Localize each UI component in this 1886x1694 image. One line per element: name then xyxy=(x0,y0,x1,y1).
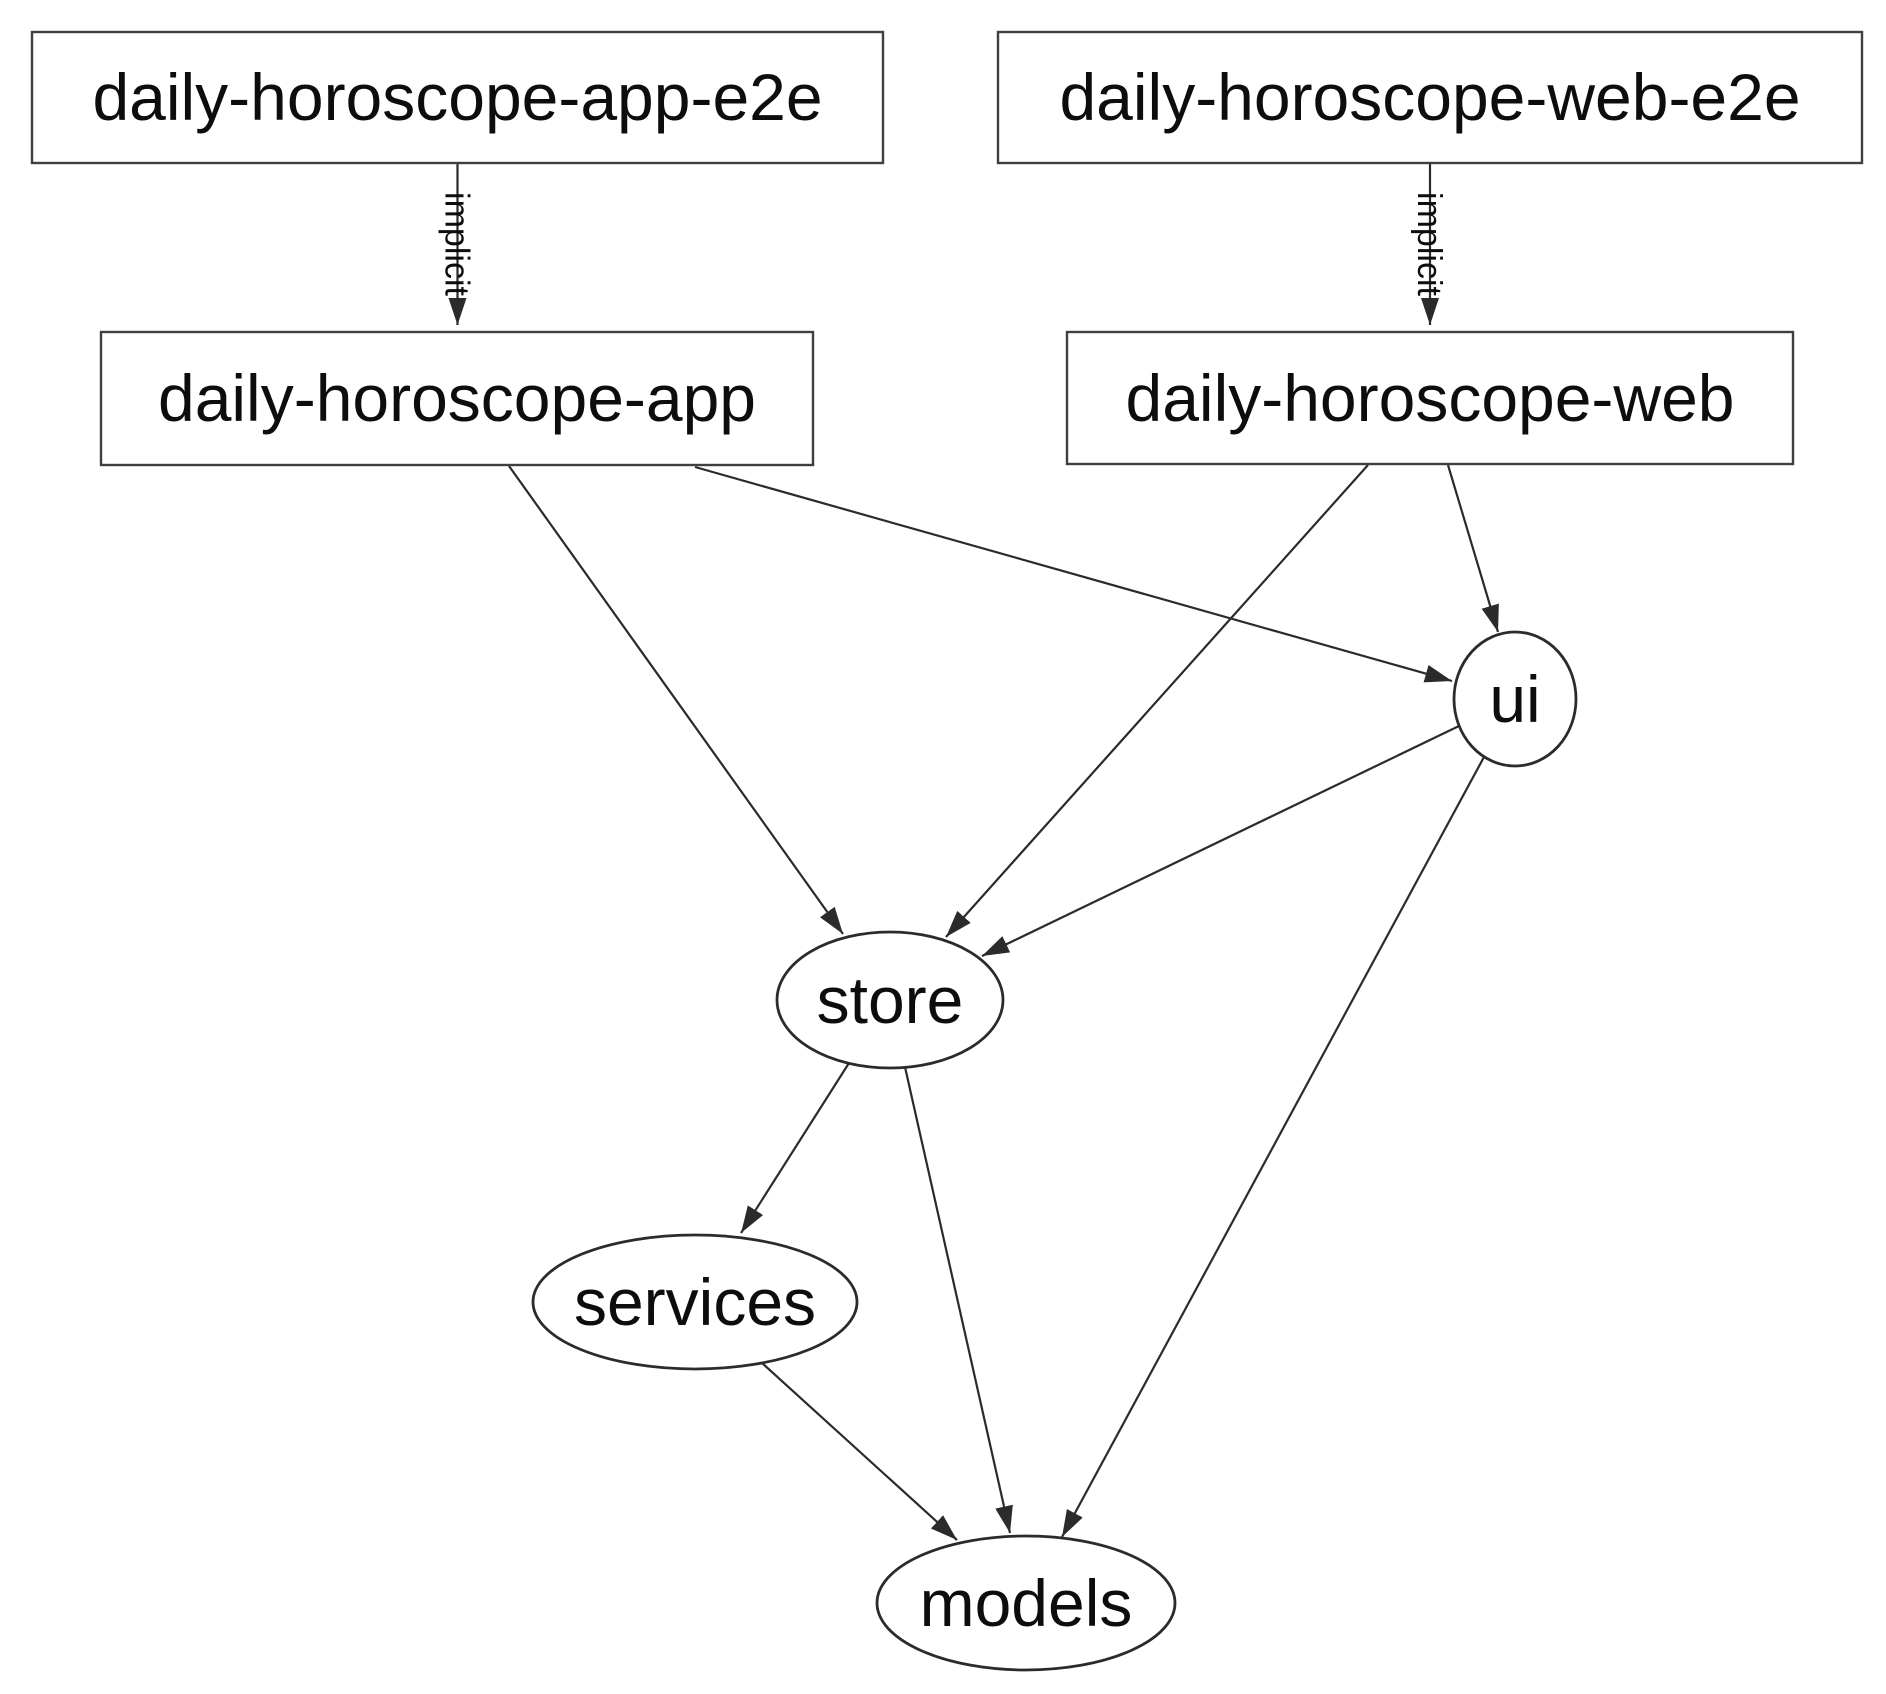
node-daily-horoscope-web-e2e[interactable]: daily-horoscope-web-e2e xyxy=(996,30,1864,165)
node-label: models xyxy=(920,1566,1133,1640)
node-store[interactable]: store xyxy=(775,930,1005,1070)
edge-line xyxy=(740,1062,850,1234)
node-label: daily-horoscope-web-e2e xyxy=(1059,60,1800,134)
edge-line xyxy=(1061,756,1485,1538)
edge-line xyxy=(981,725,1460,957)
edge-daily-horoscope-app-to-ui xyxy=(694,465,1453,683)
edge-store-to-models xyxy=(903,1066,1013,1534)
edge-label-implicit-web: implicit xyxy=(1410,192,1448,296)
edge-line xyxy=(508,465,844,935)
edge-label-implicit-app: implicit xyxy=(438,192,476,296)
edge-store-to-services xyxy=(740,1062,850,1234)
edge-line xyxy=(945,464,1369,938)
edge-line xyxy=(903,1066,1013,1534)
node-ellipse xyxy=(1452,630,1578,768)
node-ellipse xyxy=(775,930,1005,1070)
node-label: daily-horoscope-app-e2e xyxy=(92,60,822,134)
node-label: daily-horoscope-app xyxy=(158,361,756,435)
node-label: ui xyxy=(1489,662,1540,736)
node-daily-horoscope-app[interactable]: daily-horoscope-app xyxy=(99,330,815,467)
node-ellipse xyxy=(531,1233,859,1371)
node-ellipse xyxy=(875,1534,1177,1672)
node-services[interactable]: services xyxy=(531,1233,859,1371)
node-box xyxy=(30,30,885,165)
node-ui[interactable]: ui xyxy=(1452,630,1578,768)
node-box xyxy=(996,30,1864,165)
node-daily-horoscope-app-e2e[interactable]: daily-horoscope-app-e2e xyxy=(30,30,885,165)
node-models[interactable]: models xyxy=(875,1534,1177,1672)
edge-line xyxy=(694,465,1453,683)
edge-ui-to-store xyxy=(981,725,1460,957)
edge-daily-horoscope-app-to-store xyxy=(508,465,844,935)
edge-daily-horoscope-web-to-store xyxy=(945,464,1369,938)
nodes-layer: daily-horoscope-app-e2e daily-horoscope-… xyxy=(30,30,1864,1672)
edge-line xyxy=(1446,464,1500,633)
node-daily-horoscope-web[interactable]: daily-horoscope-web xyxy=(1065,330,1795,466)
edge-daily-horoscope-web-to-ui xyxy=(1446,464,1500,633)
edge-line xyxy=(761,1362,958,1541)
node-label: store xyxy=(817,963,964,1037)
node-label: daily-horoscope-web xyxy=(1126,361,1735,435)
edge-ui-to-models xyxy=(1061,756,1485,1538)
node-label: services xyxy=(574,1265,816,1339)
node-box xyxy=(1065,330,1795,466)
edge-services-to-models xyxy=(761,1362,958,1541)
node-box xyxy=(99,330,815,467)
edges-layer: implicit implicit xyxy=(438,164,1500,1541)
